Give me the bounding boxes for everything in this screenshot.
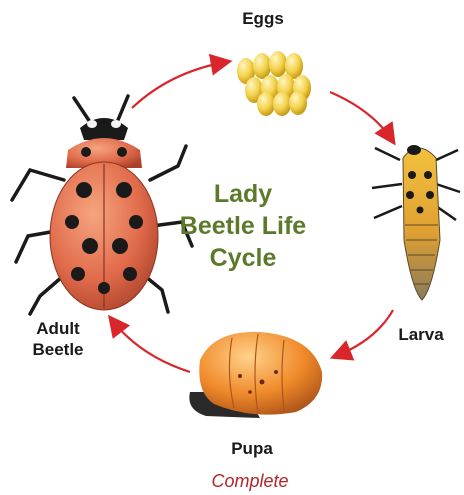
stage-label-adult-beetle: Adult Beetle xyxy=(22,318,94,360)
pupa-icon xyxy=(189,332,322,418)
adult-label-line1: Adult xyxy=(22,318,94,339)
stage-label-pupa: Pupa xyxy=(222,438,282,459)
adult-label-line2: Beetle xyxy=(22,339,94,360)
adult-beetle-icon xyxy=(12,96,192,314)
caption-complete: Complete xyxy=(160,470,340,492)
stage-label-larva: Larva xyxy=(388,324,454,345)
title-line-1: Lady xyxy=(168,178,318,210)
eggs-cluster-icon xyxy=(237,51,311,116)
title-line-3: Cycle xyxy=(168,242,318,274)
larva-icon xyxy=(372,145,460,300)
stage-label-eggs: Eggs xyxy=(231,8,295,29)
diagram-title: Lady Beetle Life Cycle xyxy=(168,178,318,274)
title-line-2: Beetle Life xyxy=(168,210,318,242)
